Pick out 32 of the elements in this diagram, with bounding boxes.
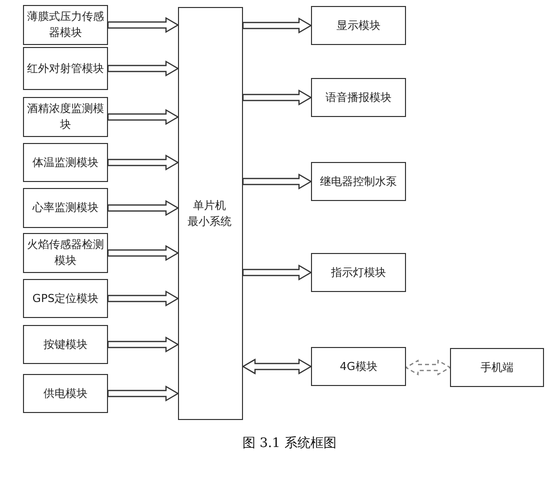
arrow [107,108,180,126]
controller-box: 单片机最小系统 [178,7,243,420]
module-box: 酒精浓度监测模块 [23,97,108,137]
arrow [107,385,180,402]
module-box: 语音播报模块 [311,78,406,117]
module-box: 心率监测模块 [23,188,108,228]
arrow [107,60,180,77]
module-box: 供电模块 [23,374,108,413]
arrow [107,16,180,34]
arrow [242,89,312,106]
arrow [242,264,312,281]
module-box: 薄膜式压力传感器模块 [23,5,108,45]
arrow [107,336,180,353]
module-box: 火焰传感器检测模块 [23,233,108,273]
module-box: 指示灯模块 [311,253,406,292]
arrow [242,173,312,190]
module-box: 显示模块 [311,6,406,45]
arrow [404,359,452,376]
arrow [242,358,312,375]
arrow [107,154,180,171]
module-box: 按键模块 [23,325,108,364]
module-box: GPS定位模块 [23,279,108,318]
arrow [242,17,312,34]
arrow [107,244,180,262]
arrow [107,200,180,216]
module-box: 体温监测模块 [23,143,108,182]
arrow [107,290,180,307]
module-box: 4G模块 [311,347,406,386]
module-box: 红外对射管模块 [23,47,108,90]
figure-caption: 图 3.1 系统框图 [242,435,338,452]
module-box: 继电器控制水泵 [311,162,406,201]
module-box: 手机端 [450,348,544,387]
